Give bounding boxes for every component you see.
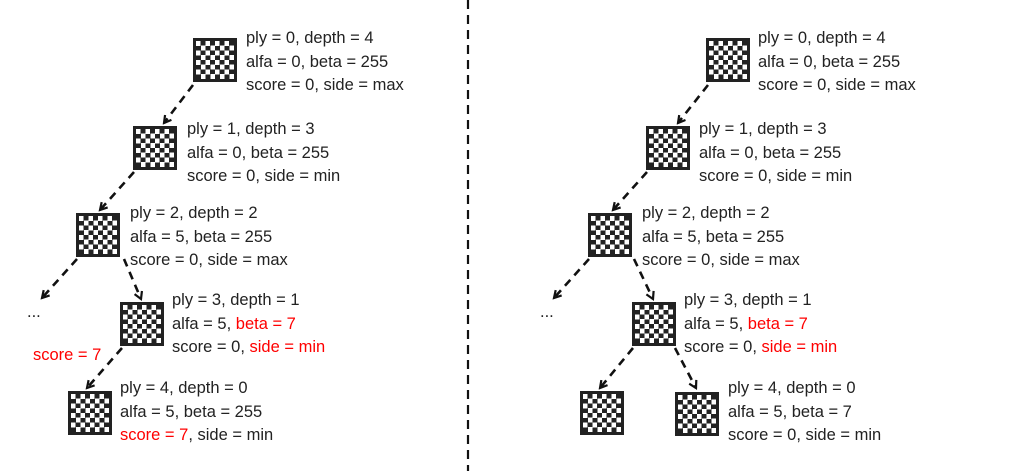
node-info: ply = 2, depth = 2 alfa = 5, beta = 255 … (130, 202, 288, 273)
node-line: alfa = 0, beta = 255 (699, 143, 842, 162)
returned-score-label: score = 7 (33, 346, 102, 364)
node-line: score = 0, side = max (130, 251, 288, 269)
edge (100, 171, 135, 210)
highlighted-side: side = min (761, 338, 838, 356)
node-line: alfa = 5, (684, 314, 748, 333)
node-info: ply = 4, depth = 0 alfa = 5, beta = 7 sc… (728, 377, 881, 448)
ellipsis: ... (27, 303, 41, 321)
node-info: ply = 4, depth = 0 alfa = 5, beta = 255 … (120, 377, 273, 448)
node-line: ply = 2, depth = 2 (130, 204, 258, 222)
chessboard-icon (193, 38, 237, 82)
node-line: score = 0, (684, 338, 762, 356)
node-info: ply = 1, depth = 3 alfa = 0, beta = 255 … (699, 118, 852, 189)
highlighted-beta: beta = 7 (747, 314, 808, 333)
chessboard-icon (706, 38, 750, 82)
node-line: , side = min (188, 426, 274, 444)
chessboard-icon (580, 391, 624, 435)
node-line: score = 0, side = max (246, 76, 404, 94)
edge (632, 258, 653, 299)
node-line: ply = 0, depth = 4 (246, 29, 374, 47)
node-info: ply = 3, depth = 1 alfa = 5, beta = 7 sc… (684, 289, 837, 360)
chessboard-icon (632, 302, 676, 346)
node-line: alfa = 0, beta = 255 (246, 52, 389, 71)
node-line: alfa = 5, beta = 255 (642, 227, 785, 246)
edge (164, 84, 195, 123)
chessboard-icon (133, 126, 177, 170)
node-line: ply = 2, depth = 2 (642, 204, 770, 222)
edge (87, 347, 123, 388)
node-line: ply = 1, depth = 3 (187, 120, 315, 138)
chessboard-icon (588, 213, 632, 257)
node-line: score = 0, side = min (187, 167, 341, 185)
node-line: score = 0, side = max (758, 76, 916, 94)
node-line: ply = 3, depth = 1 (684, 291, 812, 309)
edge (42, 258, 78, 298)
chessboard-icon (646, 126, 690, 170)
node-line: score = 0, (172, 338, 250, 356)
node-line: alfa = 5, beta = 255 (130, 227, 273, 246)
node-line: ply = 0, depth = 4 (758, 29, 886, 47)
node-line: score = 0, side = max (642, 251, 800, 269)
highlighted-beta: beta = 7 (235, 314, 296, 333)
node-info: ply = 0, depth = 4 alfa = 0, beta = 255 … (758, 27, 916, 98)
edge (673, 347, 696, 388)
edge (122, 258, 141, 299)
highlighted-score: score = 7 (120, 426, 189, 444)
node-info: ply = 2, depth = 2 alfa = 5, beta = 255 … (642, 202, 800, 273)
node-line: score = 0, side = min (728, 426, 882, 444)
node-info: ply = 1, depth = 3 alfa = 0, beta = 255 … (187, 118, 340, 189)
node-line: alfa = 5, (172, 314, 236, 333)
node-line: score = 0, side = min (699, 167, 853, 185)
chessboard-icon (675, 392, 719, 436)
node-line: alfa = 5, beta = 255 (120, 402, 263, 421)
chessboard-icon (68, 391, 112, 435)
node-line: ply = 4, depth = 0 (728, 379, 856, 397)
edge (600, 347, 635, 388)
edge (554, 258, 590, 298)
chessboard-icon (120, 302, 164, 346)
highlighted-side: side = min (249, 338, 326, 356)
node-line: alfa = 0, beta = 255 (758, 52, 901, 71)
node-line: ply = 3, depth = 1 (172, 291, 300, 309)
edge (613, 171, 648, 210)
node-line: ply = 1, depth = 3 (699, 120, 827, 138)
node-info: ply = 3, depth = 1 alfa = 5, beta = 7 sc… (172, 289, 325, 360)
chessboard-icon (76, 213, 120, 257)
node-line: ply = 4, depth = 0 (120, 379, 248, 397)
node-line: alfa = 5, beta = 7 (728, 402, 852, 421)
ellipsis: ... (540, 303, 554, 321)
node-info: ply = 0, depth = 4 alfa = 0, beta = 255 … (246, 27, 404, 98)
node-line: alfa = 0, beta = 255 (187, 143, 330, 162)
